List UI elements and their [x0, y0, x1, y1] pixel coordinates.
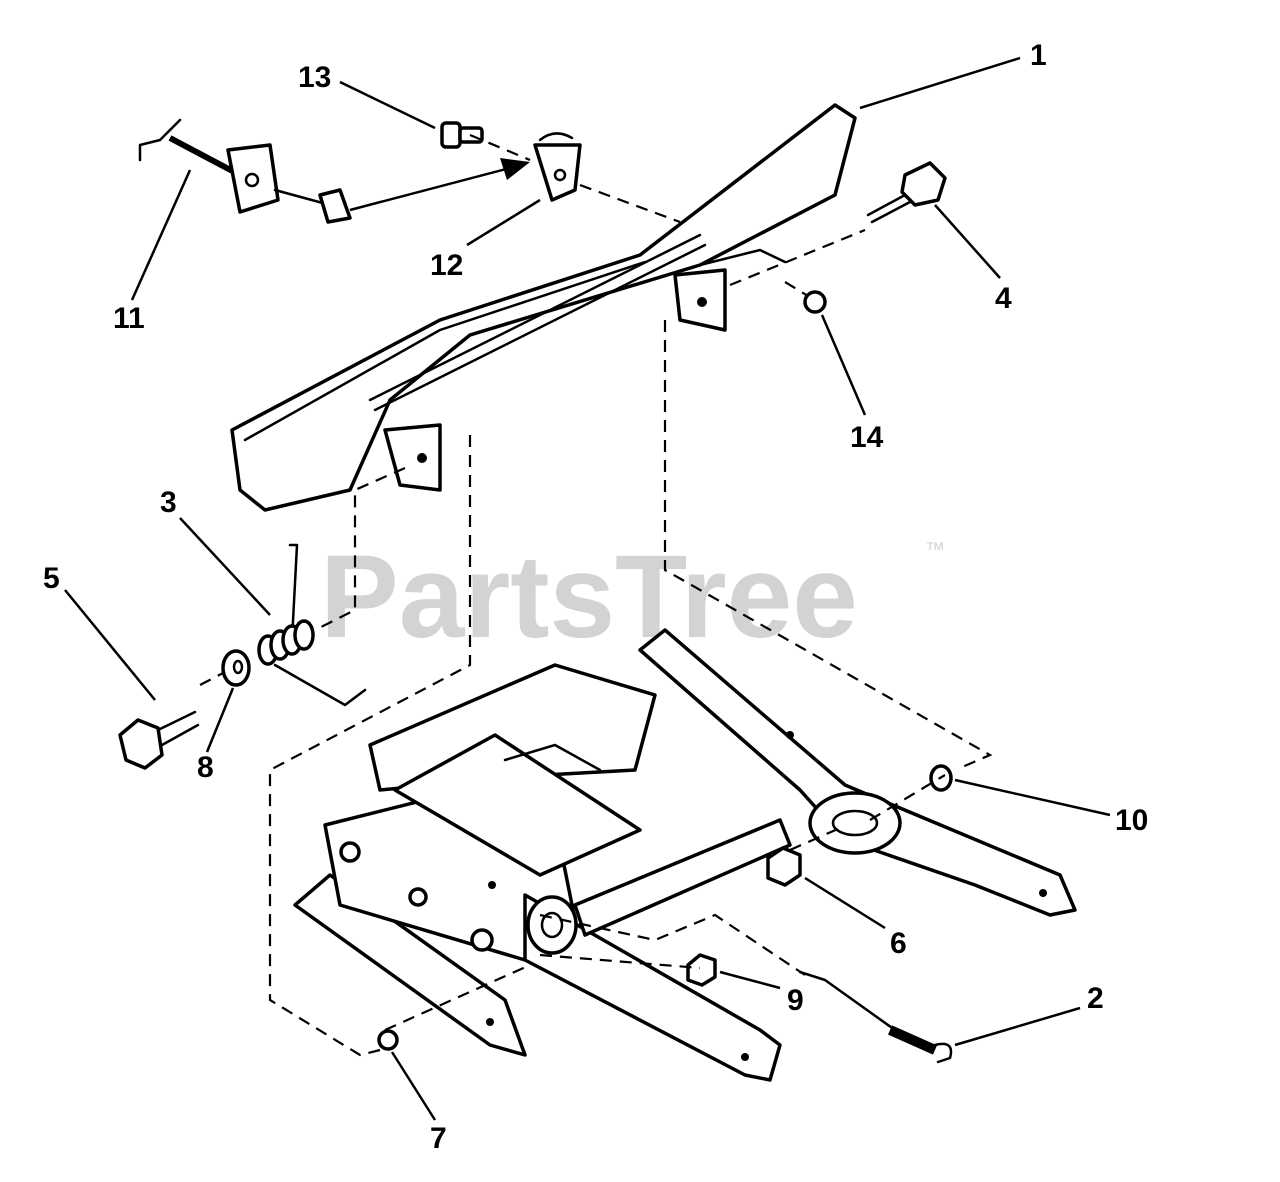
part-8-washer: [221, 649, 251, 687]
callout-12: 12: [430, 249, 463, 282]
lower-frame: [293, 628, 1077, 1082]
part-4-bolt: [866, 161, 947, 224]
part-7-nut: [377, 1029, 399, 1051]
part-2-spring: [798, 970, 953, 1064]
leader-lines: [64, 56, 1111, 1121]
callout-2: 2: [1087, 982, 1104, 1015]
callout-4: 4: [995, 282, 1012, 315]
part-13-bolt: [440, 121, 484, 149]
part-12-clip: [533, 132, 582, 202]
watermark-text: PartsTree: [320, 531, 858, 663]
cable-arrow: [349, 158, 530, 212]
callout-5: 5: [43, 562, 60, 595]
part-5-bolt: [118, 710, 200, 770]
assembly-lines: [199, 133, 993, 1057]
callout-13: 13: [298, 61, 331, 94]
callout-7: 7: [430, 1122, 447, 1155]
callout-11: 11: [113, 302, 145, 335]
part-14-nut: [803, 290, 827, 314]
watermark-trademark: ™: [925, 539, 945, 561]
part-3-spring: [257, 543, 367, 707]
part-9-nut: [686, 953, 717, 987]
callout-8: 8: [197, 751, 214, 784]
callout-10: 10: [1115, 804, 1148, 837]
callout-1: 1: [1030, 39, 1047, 72]
callout-6: 6: [890, 927, 907, 960]
callout-14: 14: [850, 421, 884, 454]
part-1-lift-bar: [230, 103, 857, 512]
part-6-nut: [766, 846, 802, 887]
part-11-cable: [138, 118, 352, 224]
callout-3: 3: [160, 486, 177, 519]
callout-9: 9: [787, 984, 804, 1017]
